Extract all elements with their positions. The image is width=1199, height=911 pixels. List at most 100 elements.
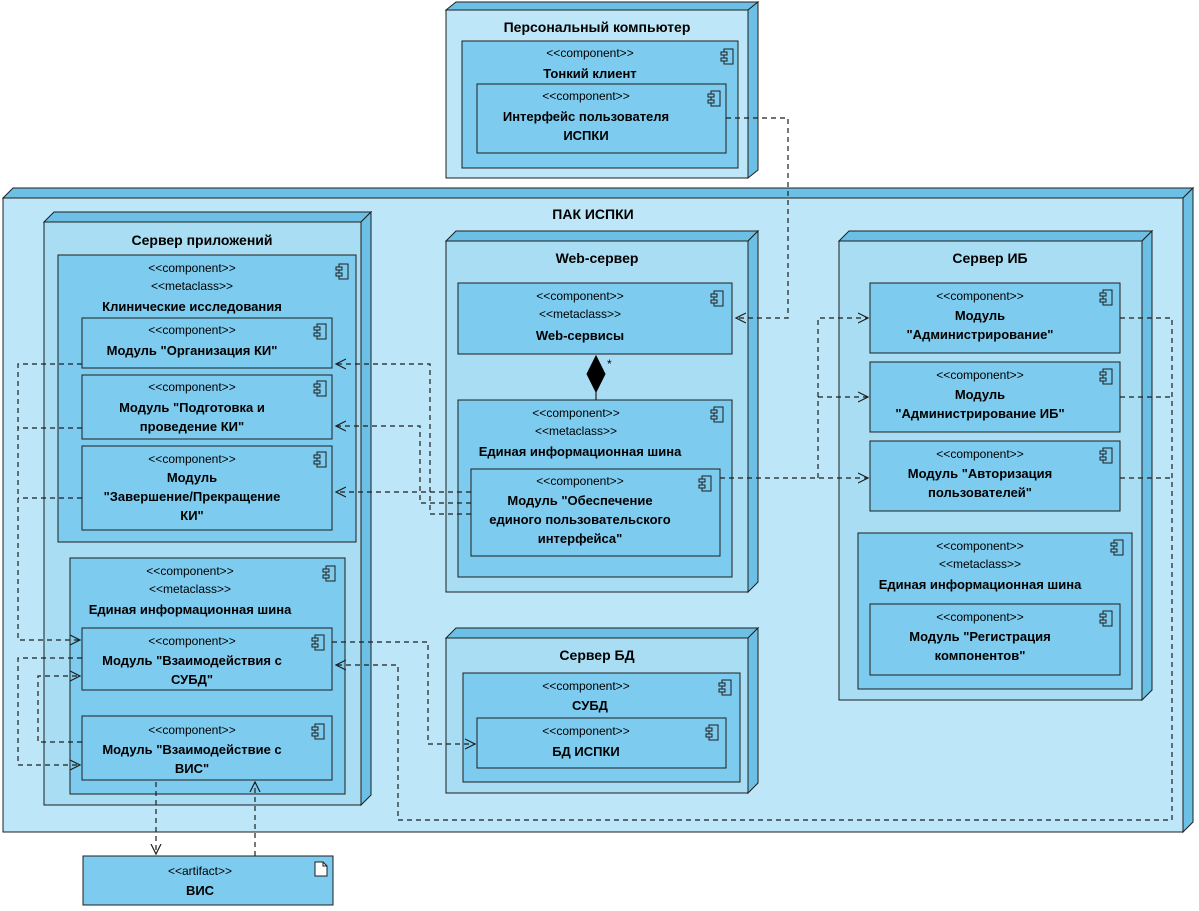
component-vis-interact[interactable]: <<component>> Модуль "Взаимодействие с В… [81, 715, 333, 781]
component-org-ki[interactable]: <<component>> Модуль "Организация КИ" [81, 317, 333, 369]
component-icon [707, 90, 721, 107]
stereotype-label: <<component>> [148, 634, 235, 648]
node-pc[interactable]: Персональный компьютер <<component>> Тон… [444, 0, 760, 180]
component-icon [322, 565, 336, 582]
component-icon [710, 406, 724, 423]
component-name-line-3: интерфейса" [538, 531, 623, 546]
node-db-server-title: Сервер БД [559, 647, 634, 663]
component-admin[interactable]: <<component>> Модуль "Администрирование" [869, 282, 1121, 354]
component-name: БД ИСПКИ [552, 744, 620, 759]
node-web-server-title: Web-сервер [556, 250, 639, 266]
stereotype-label: <<component>> [936, 289, 1023, 303]
component-icon [1099, 368, 1113, 385]
component-name: СУБД [572, 698, 609, 713]
dependency-ui-to-web-services [726, 117, 789, 318]
node-ib-server-title: Сервер ИБ [952, 250, 1027, 266]
stereotype-label: <<component>> [148, 723, 235, 737]
dependency-ui-to-org-ki [336, 364, 471, 515]
component-name-line-2: проведение КИ" [140, 419, 244, 434]
component-ui-ispki[interactable]: <<component>> Интерфейс пользователя ИСП… [476, 83, 727, 154]
stereotype-label: <<component>> [542, 679, 629, 693]
stereotype-label: <<component>> [148, 380, 235, 394]
composition-link: * [586, 354, 612, 400]
stereotype-label: <<component>> [148, 261, 235, 275]
dependency-dbms-interact-to-db [332, 641, 475, 744]
component-name-line-2: "Администрирование ИБ" [895, 406, 1064, 421]
node-db-server[interactable]: Сервер БД <<component>> СУБД <<component… [444, 626, 760, 795]
stereotype-label: <<metaclass>> [939, 557, 1021, 571]
component-icon [335, 263, 349, 280]
component-admin-ib[interactable]: <<component>> Модуль "Администрирование … [869, 361, 1121, 433]
node-app-server[interactable]: Сервер приложений <<component>> <<metacl… [42, 210, 373, 807]
stereotype-label: <<component>> [936, 447, 1023, 461]
component-finish-ki[interactable]: <<component>> Модуль "Завершение/Прекращ… [81, 445, 333, 531]
component-name-line-1: Модуль [955, 308, 1005, 323]
node-ib-server[interactable]: Сервер ИБ <<component>> Модуль "Админист… [837, 229, 1154, 702]
component-name: Единая информационная шина [479, 444, 682, 459]
stereotype-label: <<component>> [536, 474, 623, 488]
component-db-ispki[interactable]: <<component>> БД ИСПКИ [476, 717, 727, 769]
component-icon [705, 724, 719, 741]
component-name-line-2: компонентов" [935, 648, 1026, 663]
stereotype-label: <<component>> [536, 289, 623, 303]
component-icon [1099, 447, 1113, 464]
component-name-line-2: пользователей" [928, 485, 1032, 500]
component-name-line-1: Модуль "Взаимодействие с [102, 742, 281, 757]
component-auth[interactable]: <<component>> Модуль "Авторизация пользо… [869, 440, 1121, 512]
component-icon [313, 323, 327, 340]
component-web-services[interactable]: <<component>> <<metaclass>> Web-сервисы [457, 282, 733, 355]
stereotype-label: <<artifact>> [168, 864, 232, 878]
component-icon [313, 380, 327, 397]
component-icon [313, 451, 327, 468]
stereotype-label: <<metaclass>> [149, 582, 231, 596]
component-name: Модуль "Организация КИ" [107, 343, 278, 358]
multiplicity-label: * [607, 357, 612, 371]
component-icon [698, 475, 712, 492]
component-icon [710, 290, 724, 307]
component-name: Клинические исследования [102, 299, 282, 314]
component-registration[interactable]: <<component>> Модуль "Регистрация компон… [869, 603, 1121, 676]
stereotype-label: <<metaclass>> [535, 424, 617, 438]
component-name-line-2: единого пользовательского [489, 512, 671, 527]
component-name-line-1: Модуль [167, 470, 217, 485]
component-icon [718, 679, 732, 696]
component-single-ui[interactable]: <<component>> Модуль "Обеспечение единог… [470, 468, 721, 557]
dependency-clinical-to-dbms-interact [17, 363, 82, 640]
dependency-vis-to-dbms-interact [37, 676, 82, 743]
component-name-line-2: ВИС" [175, 761, 209, 776]
component-name-line-3: КИ" [180, 508, 203, 523]
stereotype-label: <<metaclass>> [151, 279, 233, 293]
component-name-line-1: Модуль "Обеспечение [507, 493, 652, 508]
component-icon [311, 723, 325, 740]
component-name-line-1: Модуль "Взаимодействия с [102, 653, 282, 668]
stereotype-label: <<component>> [936, 539, 1023, 553]
artifact-vis[interactable]: <<artifact>> ВИС [82, 855, 334, 906]
component-icon [1099, 610, 1113, 627]
node-web-server[interactable]: Web-сервер <<component>> <<metaclass>> W… [444, 229, 760, 594]
component-name-line-2: ИСПКИ [563, 128, 608, 143]
component-name-line-2: "Администрирование" [907, 327, 1054, 342]
dependency-dbms-to-vis-interact [17, 657, 82, 765]
component-name-line-1: Модуль "Подготовка и [119, 400, 265, 415]
component-icon [720, 48, 734, 65]
component-prep-ki[interactable]: <<component>> Модуль "Подготовка и прове… [81, 374, 333, 440]
stereotype-label: <<metaclass>> [539, 307, 621, 321]
artifact-document-icon [314, 861, 328, 877]
dependency-registration-bus-right [336, 317, 1173, 821]
stereotype-label: <<component>> [936, 610, 1023, 624]
component-name-line-2: "Завершение/Прекращение [104, 489, 281, 504]
stereotype-label: <<component>> [542, 89, 629, 103]
node-pak-title: ПАК ИСПКИ [552, 206, 633, 222]
component-name: Единая информационная шина [879, 577, 1082, 592]
component-dbms-interact[interactable]: <<component>> Модуль "Взаимодействия с С… [81, 627, 333, 691]
component-name-line-1: Модуль [955, 387, 1005, 402]
node-app-server-title: Сервер приложений [132, 232, 273, 248]
stereotype-label: <<component>> [532, 406, 619, 420]
artifact-name: ВИС [186, 883, 215, 898]
stereotype-label: <<component>> [148, 452, 235, 466]
component-name-line-1: Интерфейс пользователя [503, 109, 669, 124]
dependency-ui-to-admin [817, 318, 868, 478]
stereotype-label: <<component>> [936, 368, 1023, 382]
component-icon [1099, 289, 1113, 306]
